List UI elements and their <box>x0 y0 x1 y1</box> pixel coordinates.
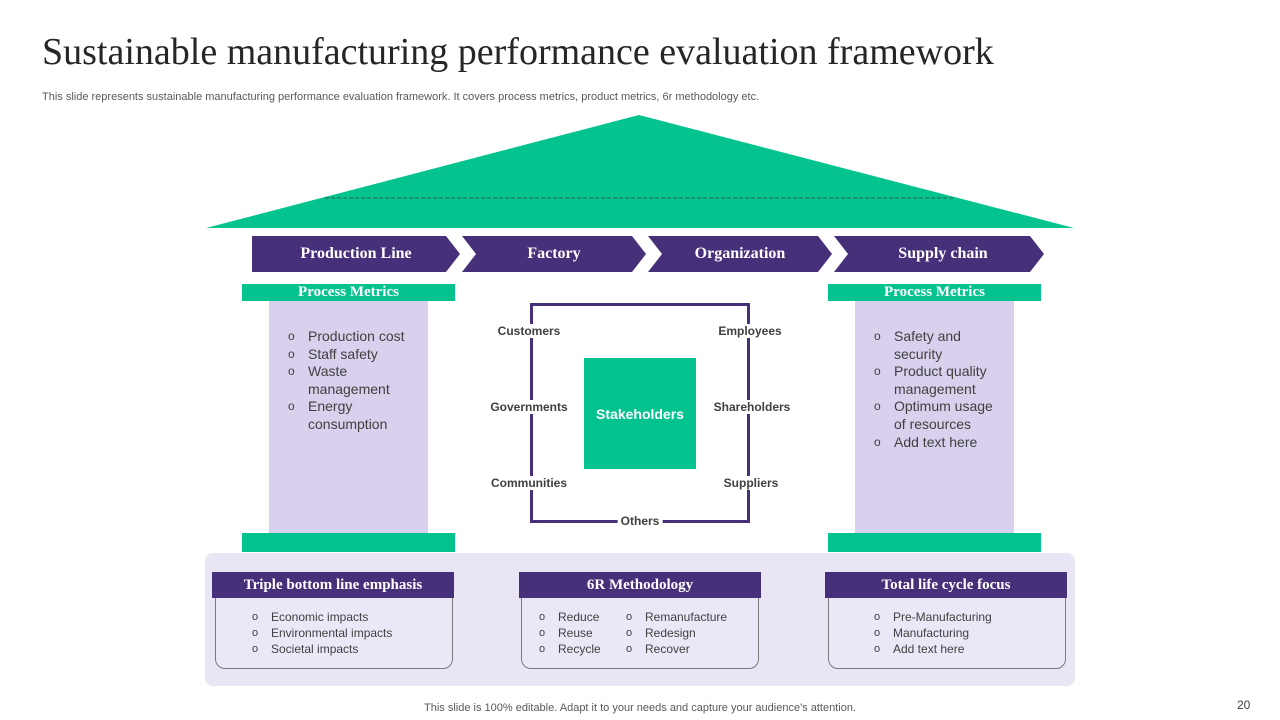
list-item: Recover <box>626 641 727 657</box>
stakeholder-others: Others <box>617 514 663 528</box>
footer-text: This slide is 100% editable. Adapt it to… <box>424 702 856 714</box>
list-item: Waste management <box>288 363 406 398</box>
right-pillar-label-text: Process Metrics <box>884 284 985 300</box>
stakeholders-label: Stakeholders <box>596 405 684 422</box>
list-item: Remanufacture <box>626 609 727 625</box>
card-list: Pre-Manufacturing Manufacturing Add text… <box>874 609 992 657</box>
left-pillar: Production cost Staff safety Waste manag… <box>269 301 428 533</box>
right-pillar-base <box>828 533 1041 552</box>
list-item: Reduce <box>539 609 601 625</box>
card-header: 6R Methodology <box>519 572 761 598</box>
list-item: Energy consumption <box>288 398 406 433</box>
card-6r-methodology: Reduce Reuse Recycle Remanufacture Redes… <box>521 584 759 669</box>
list-item: Production cost <box>288 328 406 346</box>
list-item: Pre-Manufacturing <box>874 609 992 625</box>
list-item: Economic impacts <box>252 609 392 625</box>
card-list-right: Remanufacture Redesign Recover <box>626 609 727 657</box>
list-item: Manufacturing <box>874 625 992 641</box>
list-item: Environmental impacts <box>252 625 392 641</box>
arrow-production-line: Production Line <box>252 236 460 272</box>
stakeholders-box: Stakeholders <box>584 358 696 469</box>
stakeholder-governments: Governments <box>487 400 571 414</box>
page-number: 20 <box>1237 698 1251 712</box>
arrow-factory: Factory <box>462 236 646 272</box>
stakeholder-suppliers: Suppliers <box>720 476 782 490</box>
list-item: Optimum usage of resources <box>874 398 996 433</box>
left-pillar-base <box>242 533 455 552</box>
arrow-organization: Organization <box>648 236 832 272</box>
list-item: Staff safety <box>288 346 406 364</box>
left-pillar-label-text: Process Metrics <box>298 284 399 300</box>
page-subtitle: This slide represents sustainable manufa… <box>42 91 760 103</box>
arrow-label: Production Line <box>300 245 412 262</box>
arrow-label: Organization <box>694 245 786 262</box>
arrow-supply-chain: Supply chain <box>834 236 1044 272</box>
arrow-label: Factory <box>527 245 581 262</box>
card-triple-bottom-line: Economic impacts Environmental impacts S… <box>215 584 453 669</box>
list-item: Reuse <box>539 625 601 641</box>
stakeholder-communities: Communities <box>487 476 571 490</box>
list-item: Societal impacts <box>252 641 392 657</box>
page-title: Sustainable manufacturing performance ev… <box>42 31 994 73</box>
stakeholder-shareholders: Shareholders <box>710 400 794 414</box>
list-item: Add text here <box>874 641 992 657</box>
arrow-label: Supply chain <box>898 245 988 262</box>
left-pillar-list: Production cost Staff safety Waste manag… <box>288 328 406 434</box>
card-header: Triple bottom line emphasis <box>212 572 454 598</box>
list-item: Recycle <box>539 641 601 657</box>
left-pillar-label: Process Metrics <box>242 284 455 301</box>
list-item: Safety and security <box>874 328 996 363</box>
list-item: Add text here <box>874 434 996 452</box>
card-list: Economic impacts Environmental impacts S… <box>252 609 392 657</box>
stakeholder-employees: Employees <box>715 324 785 338</box>
list-item: Product quality management <box>874 363 996 398</box>
list-item: Redesign <box>626 625 727 641</box>
right-pillar-list: Safety and security Product quality mana… <box>874 328 996 451</box>
right-pillar: Safety and security Product quality mana… <box>855 301 1014 533</box>
card-header: Total life cycle focus <box>825 572 1067 598</box>
card-list-left: Reduce Reuse Recycle <box>539 609 601 657</box>
card-total-life-cycle: Pre-Manufacturing Manufacturing Add text… <box>828 584 1066 669</box>
right-pillar-label: Process Metrics <box>828 284 1041 301</box>
stakeholder-customers: Customers <box>494 324 564 338</box>
